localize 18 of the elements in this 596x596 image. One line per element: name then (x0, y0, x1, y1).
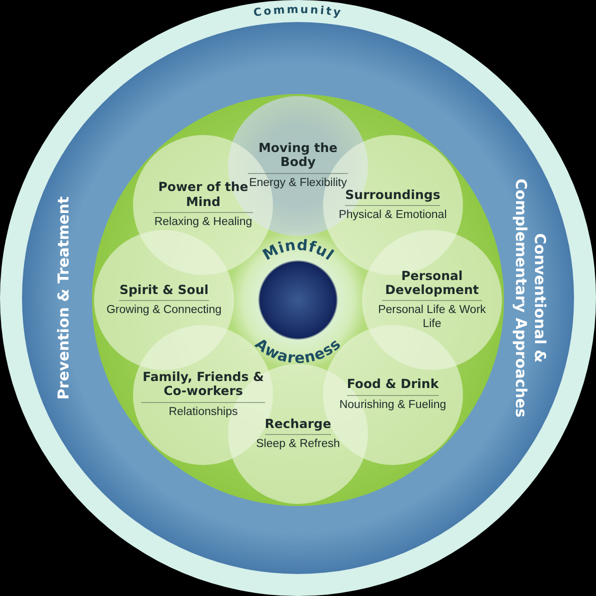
curved-label: Mindful Awareness (252, 236, 344, 368)
ring-label: Conventional & Complementary Approaches (511, 178, 549, 420)
category-title: Surroundings (345, 188, 440, 206)
category-title: Recharge (264, 416, 332, 435)
ring-label: Prevention & Treatment (54, 195, 74, 402)
category-subtitle: Relaxing & Healing (154, 216, 252, 230)
category-subtitle: Sleep & Refresh (256, 438, 340, 452)
category-title: Spirit & Soul (119, 282, 209, 301)
category-subtitle: Growing & Connecting (106, 304, 222, 318)
ring-label: Community (252, 2, 344, 20)
category-title: Food & Drink (346, 377, 439, 396)
category-subtitle: Physical & Emotional (338, 209, 447, 223)
category-title: Personal Development (382, 268, 482, 302)
category-subtitle: Nourishing & Fueling (339, 398, 446, 412)
category-subtitle: Personal Life & Work Life (377, 304, 487, 332)
category-title: Moving the Body (248, 141, 348, 174)
category-subtitle: Relationships (168, 406, 238, 420)
category-title: Family, Friends & Co-workers (141, 370, 266, 402)
